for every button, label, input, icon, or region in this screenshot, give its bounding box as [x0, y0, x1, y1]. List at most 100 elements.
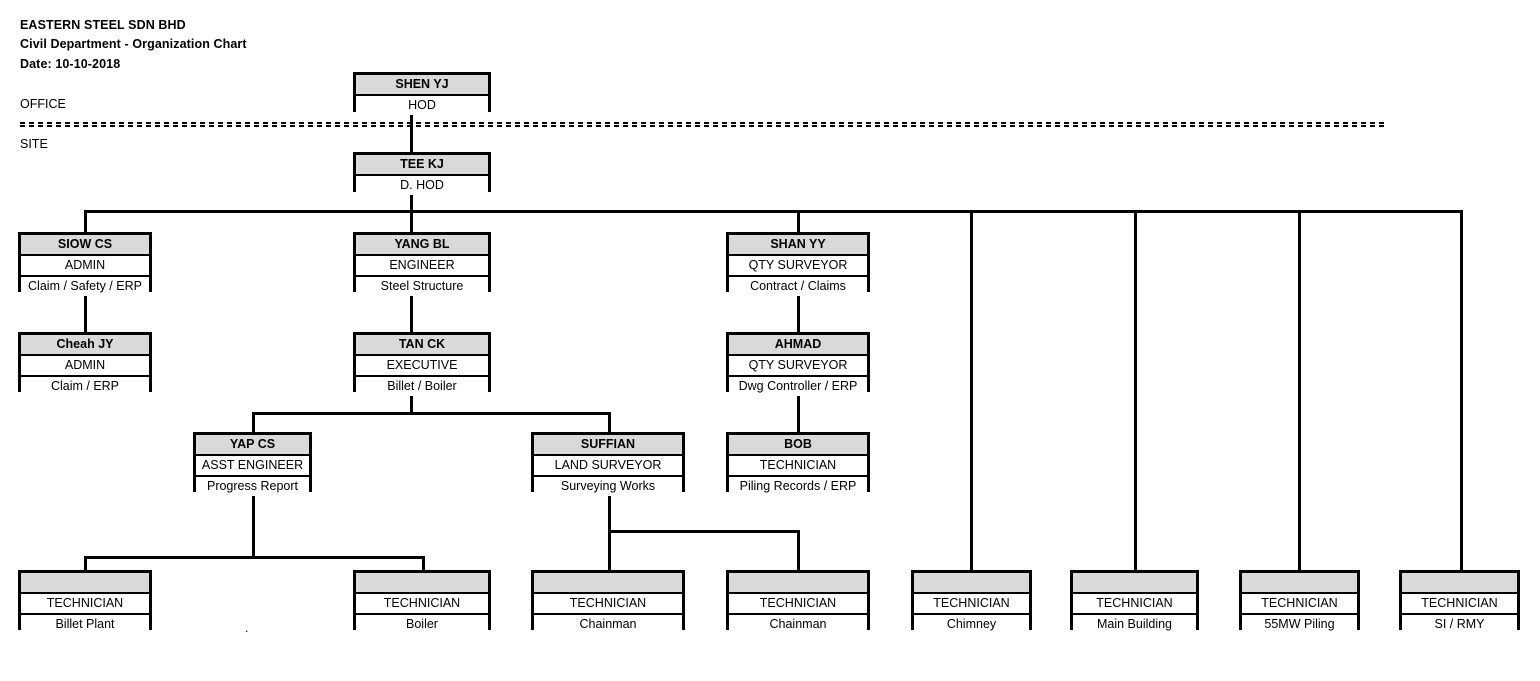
node-yap[interactable]: YAP CS ASST ENGINEER Progress Report	[193, 432, 312, 496]
node-tech-chainman-1-title: TECHNICIAN	[534, 594, 682, 615]
node-tech-boiler-scope: Boiler	[356, 615, 488, 634]
node-yang-title: ENGINEER	[356, 256, 488, 277]
node-tech-main-building-scope: Main Building	[1073, 615, 1196, 634]
connector-siow-to-cheah	[84, 292, 87, 332]
node-tech-chimney[interactable]: TECHNICIAN Chimney	[911, 570, 1032, 634]
node-tech-boiler[interactable]: TECHNICIAN Boiler	[353, 570, 491, 634]
connector-yap-to-tech-billet	[84, 556, 87, 572]
node-tech-chainman-2-title: TECHNICIAN	[729, 594, 867, 615]
node-cheah-scope: Claim / ERP	[21, 377, 149, 396]
connector-yap-bus	[84, 556, 424, 559]
connector-yap-to-tech-boiler	[422, 556, 425, 572]
node-yap-title: ASST ENGINEER	[196, 456, 309, 477]
connector-tan-bus	[252, 412, 610, 415]
node-tech-55mw-piling-name	[1242, 573, 1357, 594]
node-yap-scope: Progress Report	[196, 477, 309, 496]
node-tech-chainman-1[interactable]: TECHNICIAN Chainman	[531, 570, 685, 634]
node-shan-title: QTY SURVEYOR	[729, 256, 867, 277]
node-tech-billet-plant-name	[21, 573, 149, 594]
connector-bus-to-tech-chimney	[970, 210, 973, 570]
node-tech-main-building-title: TECHNICIAN	[1073, 594, 1196, 615]
node-hod-title: HOD	[356, 96, 488, 115]
node-ahmad-name: AHMAD	[729, 335, 867, 356]
node-tech-55mw-piling-scope: 55MW Piling	[1242, 615, 1357, 634]
node-tech-55mw-piling[interactable]: TECHNICIAN 55MW Piling	[1239, 570, 1360, 634]
connector-suffian-bus	[608, 530, 799, 533]
node-shan-scope: Contract / Claims	[729, 277, 867, 296]
zone-label-office: OFFICE	[20, 97, 66, 111]
node-suffian-name: SUFFIAN	[534, 435, 682, 456]
node-tech-boiler-name	[356, 573, 488, 594]
node-tech-chainman-1-name	[534, 573, 682, 594]
node-tech-chimney-name	[914, 573, 1029, 594]
connector-level3-bus	[84, 210, 1463, 213]
office-site-divider	[20, 122, 1385, 127]
node-shan-name: SHAN YY	[729, 235, 867, 256]
node-tech-si-rmy-scope: SI / RMY	[1402, 615, 1517, 634]
node-tech-billet-plant[interactable]: TECHNICIAN Billet Plant	[18, 570, 152, 634]
connector-tan-stem	[410, 392, 413, 414]
node-siow-title: ADMIN	[21, 256, 149, 277]
node-dhod-title: D. HOD	[356, 176, 488, 195]
node-dhod[interactable]: TEE KJ D. HOD	[353, 152, 491, 195]
node-yang[interactable]: YANG BL ENGINEER Steel Structure	[353, 232, 491, 296]
node-tech-boiler-title: TECHNICIAN	[356, 594, 488, 615]
node-hod-name: SHEN YJ	[356, 75, 488, 96]
connector-ahmad-to-bob	[797, 392, 800, 432]
company-title: EASTERN STEEL SDN BHD	[20, 18, 186, 32]
node-bob-title: TECHNICIAN	[729, 456, 867, 477]
connector-yang-to-tan	[410, 292, 413, 332]
node-bob[interactable]: BOB TECHNICIAN Piling Records / ERP	[726, 432, 870, 496]
node-yap-name: YAP CS	[196, 435, 309, 456]
node-siow[interactable]: SIOW CS ADMIN Claim / Safety / ERP	[18, 232, 152, 296]
node-ahmad-title: QTY SURVEYOR	[729, 356, 867, 377]
node-ahmad-scope: Dwg Controller / ERP	[729, 377, 867, 396]
node-cheah[interactable]: Cheah JY ADMIN Claim / ERP	[18, 332, 152, 396]
node-tech-si-rmy-name	[1402, 573, 1517, 594]
node-hod[interactable]: SHEN YJ HOD	[353, 72, 491, 115]
connector-yap-stem	[252, 492, 255, 558]
node-yang-name: YANG BL	[356, 235, 488, 256]
node-tech-si-rmy-title: TECHNICIAN	[1402, 594, 1517, 615]
connector-bus-to-siow	[84, 210, 87, 232]
node-suffian[interactable]: SUFFIAN LAND SURVEYOR Surveying Works	[531, 432, 685, 496]
node-tech-si-rmy[interactable]: TECHNICIAN SI / RMY	[1399, 570, 1520, 634]
connector-bus-to-suffian	[608, 412, 611, 432]
node-tech-chainman-1-scope: Chainman	[534, 615, 682, 634]
node-suffian-title: LAND SURVEYOR	[534, 456, 682, 477]
connector-hod-to-dhod	[410, 110, 413, 156]
node-tech-main-building-name	[1073, 573, 1196, 594]
node-ahmad[interactable]: AHMAD QTY SURVEYOR Dwg Controller / ERP	[726, 332, 870, 396]
node-suffian-scope: Surveying Works	[534, 477, 682, 496]
node-tech-chainman-2-name	[729, 573, 867, 594]
zone-label-site: SITE	[20, 137, 48, 151]
node-shan[interactable]: SHAN YY QTY SURVEYOR Contract / Claims	[726, 232, 870, 296]
node-dhod-name: TEE KJ	[356, 155, 488, 176]
node-yang-scope: Steel Structure	[356, 277, 488, 296]
connector-dhod-stem	[410, 194, 413, 212]
node-tan-title: EXECUTIVE	[356, 356, 488, 377]
connector-bus-to-tech-piling	[1298, 210, 1301, 570]
stray-dot-artifact: .	[245, 621, 249, 635]
connector-shan-to-ahmad	[797, 292, 800, 332]
node-tech-main-building[interactable]: TECHNICIAN Main Building	[1070, 570, 1199, 634]
node-tan-scope: Billet / Boiler	[356, 377, 488, 396]
node-tan[interactable]: TAN CK EXECUTIVE Billet / Boiler	[353, 332, 491, 396]
connector-bus-to-tech-mainbuilding	[1134, 210, 1137, 570]
node-cheah-title: ADMIN	[21, 356, 149, 377]
node-tech-chimney-title: TECHNICIAN	[914, 594, 1029, 615]
node-tech-55mw-piling-title: TECHNICIAN	[1242, 594, 1357, 615]
node-cheah-name: Cheah JY	[21, 335, 149, 356]
connector-suffian-to-tech-chainman2	[797, 530, 800, 572]
connector-bus-to-tech-sirmy	[1460, 210, 1463, 570]
node-tan-name: TAN CK	[356, 335, 488, 356]
chart-subtitle: Civil Department - Organization Chart	[20, 37, 247, 51]
node-tech-chimney-scope: Chimney	[914, 615, 1029, 634]
node-tech-billet-plant-scope: Billet Plant	[21, 615, 149, 634]
node-siow-scope: Claim / Safety / ERP	[21, 277, 149, 296]
connector-bus-to-yang	[410, 210, 413, 232]
node-tech-chainman-2[interactable]: TECHNICIAN Chainman	[726, 570, 870, 634]
node-siow-name: SIOW CS	[21, 235, 149, 256]
chart-date: Date: 10-10-2018	[20, 57, 121, 71]
